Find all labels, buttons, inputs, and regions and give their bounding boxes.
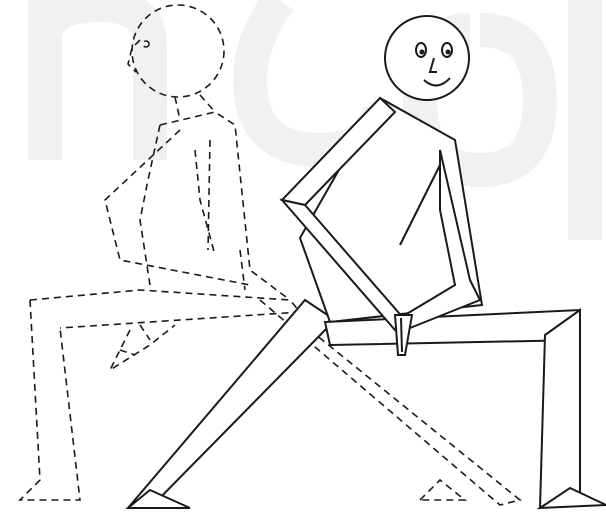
solid-back-leg	[128, 300, 335, 508]
dashed-hand	[110, 325, 175, 370]
solid-front-shin	[540, 310, 580, 508]
watermark-shape	[45, 0, 585, 240]
dashed-front-leg	[20, 300, 80, 500]
solid-head	[385, 16, 469, 100]
dashed-arm	[105, 130, 250, 285]
dashed-thigh	[30, 290, 300, 328]
solid-hands	[395, 315, 412, 355]
